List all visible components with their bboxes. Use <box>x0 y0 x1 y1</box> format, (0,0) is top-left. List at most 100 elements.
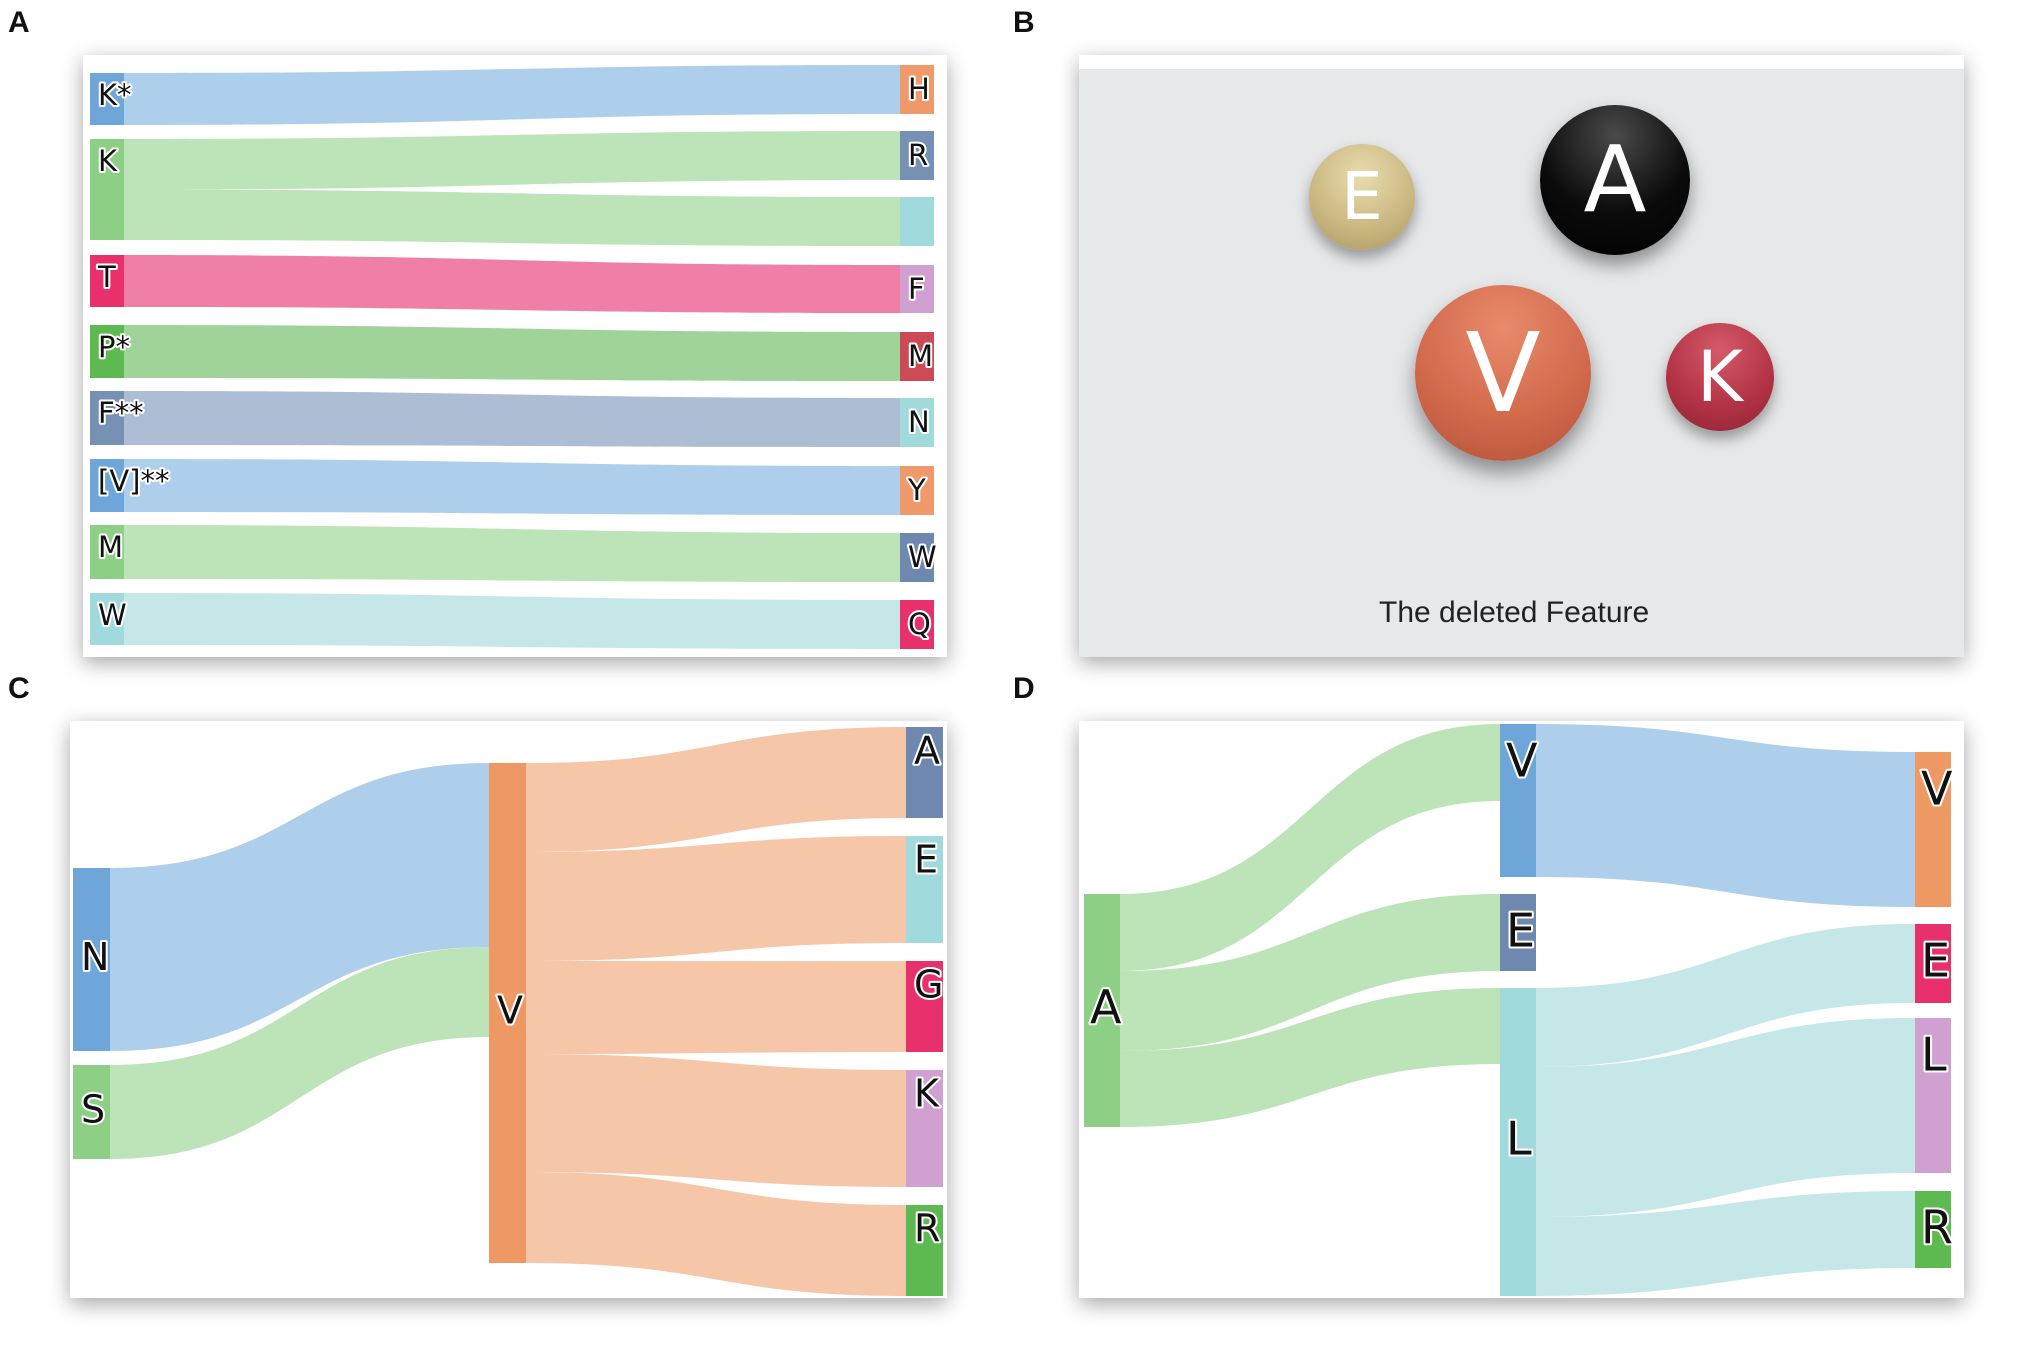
sankey-a-right-label: F <box>908 272 925 306</box>
sankey-a-left-node[interactable] <box>90 525 124 579</box>
sankey-d-label: E <box>1506 904 1535 958</box>
sankey-c-label: N <box>81 935 109 979</box>
sankey-a-left-label: K* <box>98 78 132 112</box>
sankey-a-right-node[interactable] <box>900 65 934 114</box>
sankey-a-right-node[interactable] <box>900 332 934 381</box>
sankey-a-right-label: Y <box>907 473 926 507</box>
sankey-a-left-node[interactable] <box>90 593 124 645</box>
sankey-c-label: A <box>914 729 940 773</box>
sankey-a-left-label: K <box>98 144 118 178</box>
bubble-k[interactable]: K <box>1666 323 1774 431</box>
sankey-c-node[interactable] <box>906 727 943 818</box>
sankey-a-right-node[interactable] <box>900 398 934 447</box>
bubble-v[interactable]: V <box>1415 285 1591 461</box>
sankey-a-left-label: T <box>97 260 116 294</box>
sankey-c-node[interactable] <box>906 1070 943 1187</box>
sankey-a-right-node[interactable] <box>900 466 934 515</box>
sankey-c-node[interactable] <box>906 961 943 1052</box>
sankey-c-node[interactable] <box>73 868 110 1051</box>
panel-letter-c: C <box>8 672 30 705</box>
sankey-d-node[interactable] <box>1915 1018 1951 1173</box>
sankey-a-left-node[interactable] <box>90 139 124 240</box>
sankey-d-link <box>1120 988 1500 1127</box>
sankey-a-link <box>124 391 900 447</box>
sankey-a-right-label: H <box>908 72 930 106</box>
sankey-a-right-label: W <box>908 540 937 574</box>
sankey-a-left-node[interactable] <box>90 73 124 125</box>
panel-letter-a: A <box>8 6 30 39</box>
sankey-a-right-label: Q <box>908 607 931 641</box>
sankey-c-link <box>110 947 489 1159</box>
sankey-d-link <box>1536 1191 1915 1296</box>
sankey-c-label: V <box>497 989 523 1033</box>
sankey-d-label: L <box>1506 1112 1532 1166</box>
sankey-a-left-node[interactable] <box>90 255 124 307</box>
sankey-c-node[interactable] <box>906 836 943 943</box>
sankey-d-node[interactable] <box>1915 752 1951 907</box>
sankey-a-link <box>124 593 900 649</box>
panel-b-bubbles: E A V K The deleted Feature <box>1079 55 1964 657</box>
sankey-c-link <box>526 727 906 852</box>
sankey-c-label: R <box>914 1207 940 1251</box>
sankey-a-right-label: N <box>908 405 930 439</box>
sankey-a-left-label: W <box>98 598 127 632</box>
sankey-d-label: V <box>1921 762 1953 816</box>
sankey-a-link <box>124 131 900 190</box>
sankey-c-link <box>526 836 906 961</box>
bubble-a-label: A <box>1583 126 1647 233</box>
sankey-d-link <box>1536 724 1915 907</box>
sankey-a-left-node[interactable] <box>90 391 124 445</box>
sankey-a-link <box>124 65 900 125</box>
bubble-e-label: E <box>1341 158 1383 235</box>
sankey-d-node[interactable] <box>1500 894 1536 971</box>
sankey-a-left-label: P* <box>98 330 130 364</box>
panel-letter-d: D <box>1013 672 1035 705</box>
sankey-a-right-label: R <box>908 138 928 172</box>
sankey-c-link <box>110 763 489 1051</box>
sankey-c-link <box>526 1172 906 1296</box>
sankey-a-right-node[interactable] <box>900 197 934 246</box>
sankey-a-left-label: F** <box>98 396 144 430</box>
bubble-k-label: K <box>1697 336 1743 418</box>
bubble-a[interactable]: A <box>1540 105 1690 255</box>
sankey-a-left-node[interactable] <box>90 459 124 512</box>
sankey-c-label: G <box>914 963 943 1007</box>
sankey-a-right-node[interactable] <box>900 533 934 582</box>
sankey-a-right-node[interactable] <box>900 600 934 649</box>
sankey-a-right-node[interactable] <box>900 265 934 313</box>
sankey-d-label: E <box>1921 934 1950 988</box>
sankey-c-node[interactable] <box>73 1065 110 1159</box>
sankey-d-link <box>1120 894 1500 1051</box>
sankey-a-left-node[interactable] <box>90 325 124 378</box>
sankey-d-link <box>1536 1018 1915 1217</box>
sankey-d-node[interactable] <box>1915 924 1951 1003</box>
sankey-a-link <box>124 189 900 246</box>
sankey-d-node[interactable] <box>1500 988 1536 1296</box>
sankey-a-right-label: M <box>908 339 933 373</box>
sankey-d-label: A <box>1090 980 1122 1034</box>
sankey-a-left-label: [V]** <box>98 464 169 498</box>
bubble-e[interactable]: E <box>1309 144 1415 250</box>
sankey-a-right-node[interactable] <box>900 131 934 180</box>
sankey-a-link <box>124 325 900 381</box>
sankey-d-label: R <box>1921 1201 1953 1255</box>
bubbles-caption: The deleted Feature <box>1379 596 1650 629</box>
sankey-c-label: K <box>914 1072 940 1116</box>
sankey-d-node[interactable] <box>1084 894 1120 1127</box>
sankey-c-node[interactable] <box>489 763 526 1263</box>
sankey-c-link <box>526 1054 906 1187</box>
sankey-a-link <box>124 255 900 313</box>
sankey-d-label: V <box>1506 734 1538 788</box>
sankey-a-link <box>124 525 900 582</box>
sankey-d-node[interactable] <box>1500 724 1536 877</box>
sankey-d-node[interactable] <box>1915 1191 1951 1268</box>
panel-letter-b: B <box>1013 6 1035 39</box>
sankey-c-label: S <box>81 1088 105 1132</box>
sankey-a-left-label: M <box>98 530 123 564</box>
sankey-c-node[interactable] <box>906 1205 943 1296</box>
